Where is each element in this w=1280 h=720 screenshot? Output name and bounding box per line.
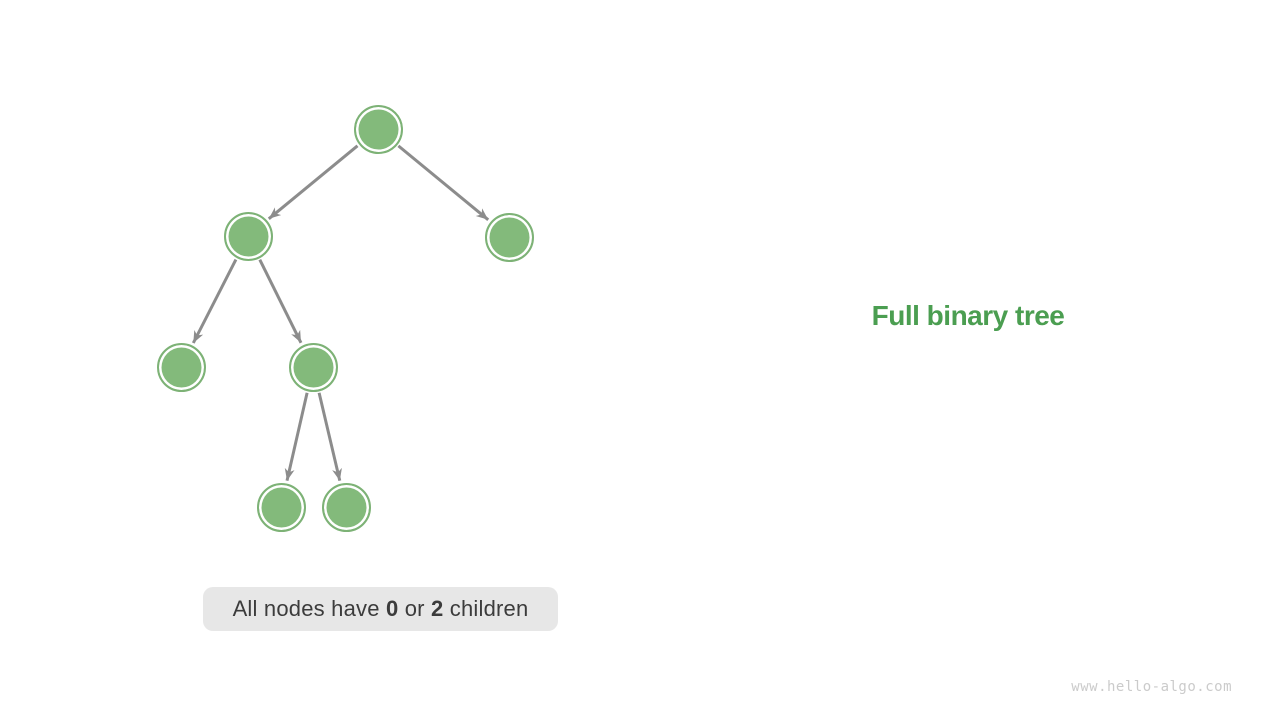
caption-segment: or: [398, 596, 432, 621]
watermark: www.hello-algo.com: [1071, 679, 1232, 695]
tree-node-lrr: [321, 482, 371, 532]
tree-node-lr: [288, 342, 338, 392]
caption-box: All nodes have 0 or 2 children: [203, 587, 558, 631]
tree-node-l: [223, 211, 273, 261]
caption-segment: All nodes have: [232, 596, 386, 621]
tree-edge-l-lr: [258, 259, 303, 344]
tree-node-r: [484, 212, 534, 262]
tree-node-root: [353, 104, 403, 154]
caption-text: All nodes have 0 or 2 children: [233, 596, 529, 622]
tree-edge-lr-lrr: [317, 392, 342, 482]
tree-edge-root-l: [267, 144, 359, 220]
tree-edge-root-r: [397, 144, 490, 221]
caption-segment-bold: 0: [386, 596, 399, 621]
caption-segment: children: [443, 596, 529, 621]
tree-edge-lr-lrl: [284, 392, 309, 482]
tree-edge-l-ll: [191, 258, 238, 344]
tree-edges: [191, 144, 490, 482]
caption-segment-bold: 2: [431, 596, 444, 621]
diagram-title: Full binary tree: [871, 300, 1065, 331]
tree-node-lrl: [256, 482, 306, 532]
tree-node-ll: [156, 342, 206, 392]
